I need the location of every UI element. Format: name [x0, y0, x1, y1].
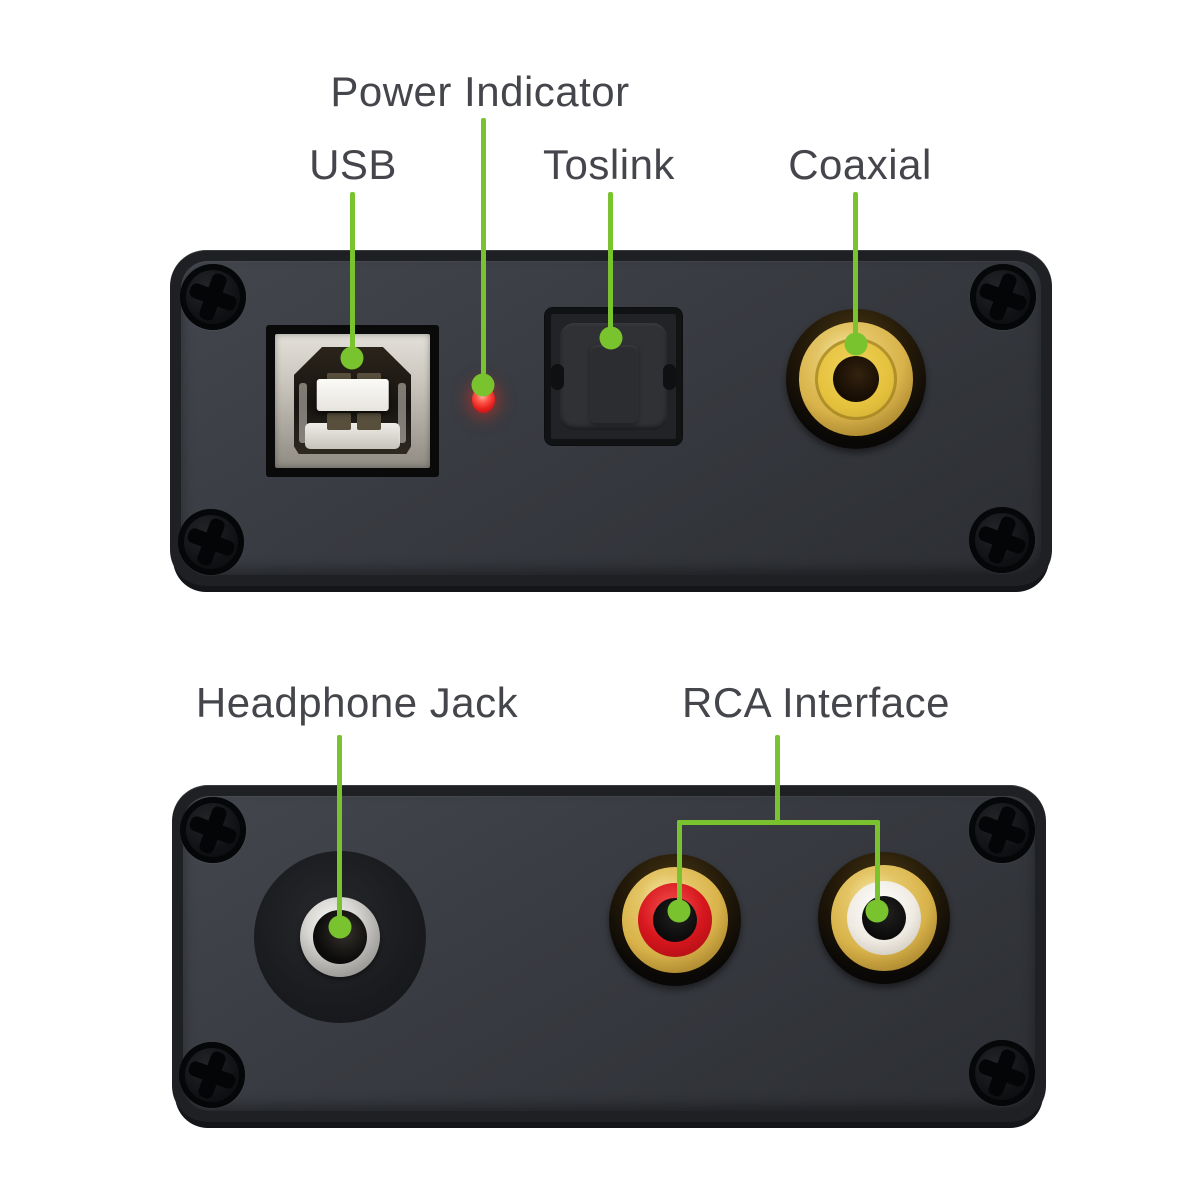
usb-leader-line — [350, 192, 355, 358]
toslink-leader-line — [608, 192, 613, 338]
screw-icon — [179, 1042, 245, 1108]
label-coaxial: Coaxial — [788, 141, 932, 188]
usb-metal-shell — [275, 334, 430, 468]
coaxial-leader-line — [853, 192, 858, 344]
toslink-tab — [589, 345, 638, 423]
coaxial-gold-ring — [799, 322, 913, 436]
headphone-callout-dot — [328, 915, 352, 939]
label-power-indicator: Power Indicator — [330, 68, 630, 115]
toslink-port — [545, 308, 682, 445]
rca-leader-stem — [775, 735, 780, 825]
screw-icon — [969, 1040, 1035, 1106]
screw-icon — [970, 264, 1036, 330]
coaxial-yellow-face — [815, 338, 897, 420]
dac-front-panel — [172, 785, 1046, 1122]
toslink-notch — [551, 363, 564, 390]
power-indicator-leader-line — [481, 118, 486, 385]
toslink-shutter — [560, 323, 667, 430]
label-toslink: Toslink — [543, 141, 675, 188]
label-headphone-jack: Headphone Jack — [195, 679, 519, 726]
usb-callout-dot — [340, 346, 364, 370]
power-callout-dot — [471, 373, 495, 397]
toslink-notch — [663, 363, 676, 390]
screw-icon — [969, 797, 1035, 863]
label-usb: USB — [309, 141, 397, 188]
label-rca-interface: RCA Interface — [682, 679, 950, 726]
usb-contact — [326, 413, 351, 431]
screw-icon — [180, 797, 246, 863]
rca-leader-right — [875, 820, 880, 912]
usb-contact — [357, 413, 382, 431]
screw-icon — [969, 507, 1035, 573]
usb-inner-floor — [304, 422, 401, 449]
usb-tongue — [316, 379, 389, 412]
toslink-callout-dot — [599, 326, 623, 350]
rca-left-callout-dot — [667, 899, 691, 923]
usb-b-port — [266, 325, 439, 477]
rca-leader-left — [677, 820, 682, 912]
coaxial-callout-dot — [844, 332, 868, 356]
usb-opening — [294, 347, 411, 454]
headphone-leader-line — [337, 735, 342, 927]
rca-right-callout-dot — [865, 899, 889, 923]
screw-icon — [180, 264, 246, 330]
coaxial-hole — [832, 355, 879, 402]
rca-leader-bar — [677, 820, 880, 825]
screw-icon — [178, 509, 244, 575]
